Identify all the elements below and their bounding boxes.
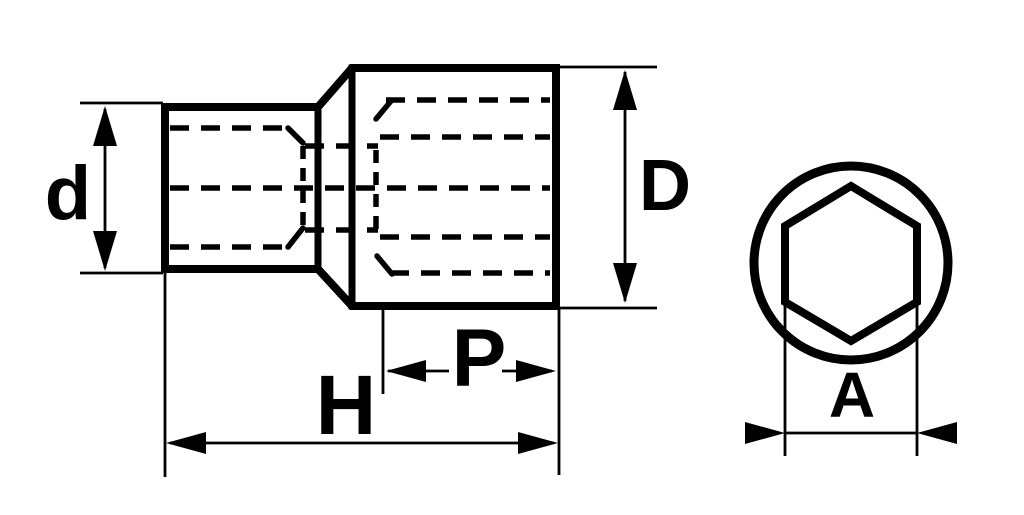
dim-label-A: A bbox=[829, 359, 875, 431]
dim-label-P: P bbox=[452, 313, 507, 404]
D-arrowhead-down bbox=[613, 263, 637, 303]
dim-label-D: D bbox=[639, 146, 691, 226]
socket-end-view: A bbox=[745, 161, 957, 456]
dim-label-d: d bbox=[45, 151, 91, 236]
D-arrowhead-up bbox=[613, 70, 637, 110]
socket-outer-circle bbox=[749, 161, 953, 365]
P-arrowhead-right bbox=[516, 360, 556, 382]
d-arrowhead-up bbox=[93, 106, 117, 146]
d-arrowhead-down bbox=[93, 231, 117, 271]
dimension-D: D bbox=[557, 65, 691, 310]
A-arrowhead-right bbox=[917, 422, 957, 444]
P-arrowhead-left bbox=[386, 360, 426, 382]
dimension-A: A bbox=[745, 300, 957, 456]
hex-bore-chamfer-top bbox=[373, 98, 394, 122]
hidden-bore-lines bbox=[170, 97, 550, 277]
H-arrowhead-left bbox=[166, 432, 206, 454]
hex-opening bbox=[781, 181, 921, 346]
H-arrowhead-right bbox=[518, 432, 558, 454]
drive-bore-chamfer-bottom bbox=[285, 225, 306, 250]
dim-label-H: H bbox=[316, 358, 377, 452]
dimension-P: P bbox=[381, 308, 556, 404]
socket-outline bbox=[161, 64, 560, 310]
A-arrowhead-left bbox=[745, 422, 785, 444]
socket-side-view bbox=[161, 64, 560, 310]
drive-bore-chamfer-top bbox=[285, 125, 306, 146]
hex-bore-chamfer-bottom bbox=[374, 253, 395, 277]
dimension-d: d bbox=[45, 101, 163, 275]
dimension-H: H bbox=[163, 273, 561, 477]
